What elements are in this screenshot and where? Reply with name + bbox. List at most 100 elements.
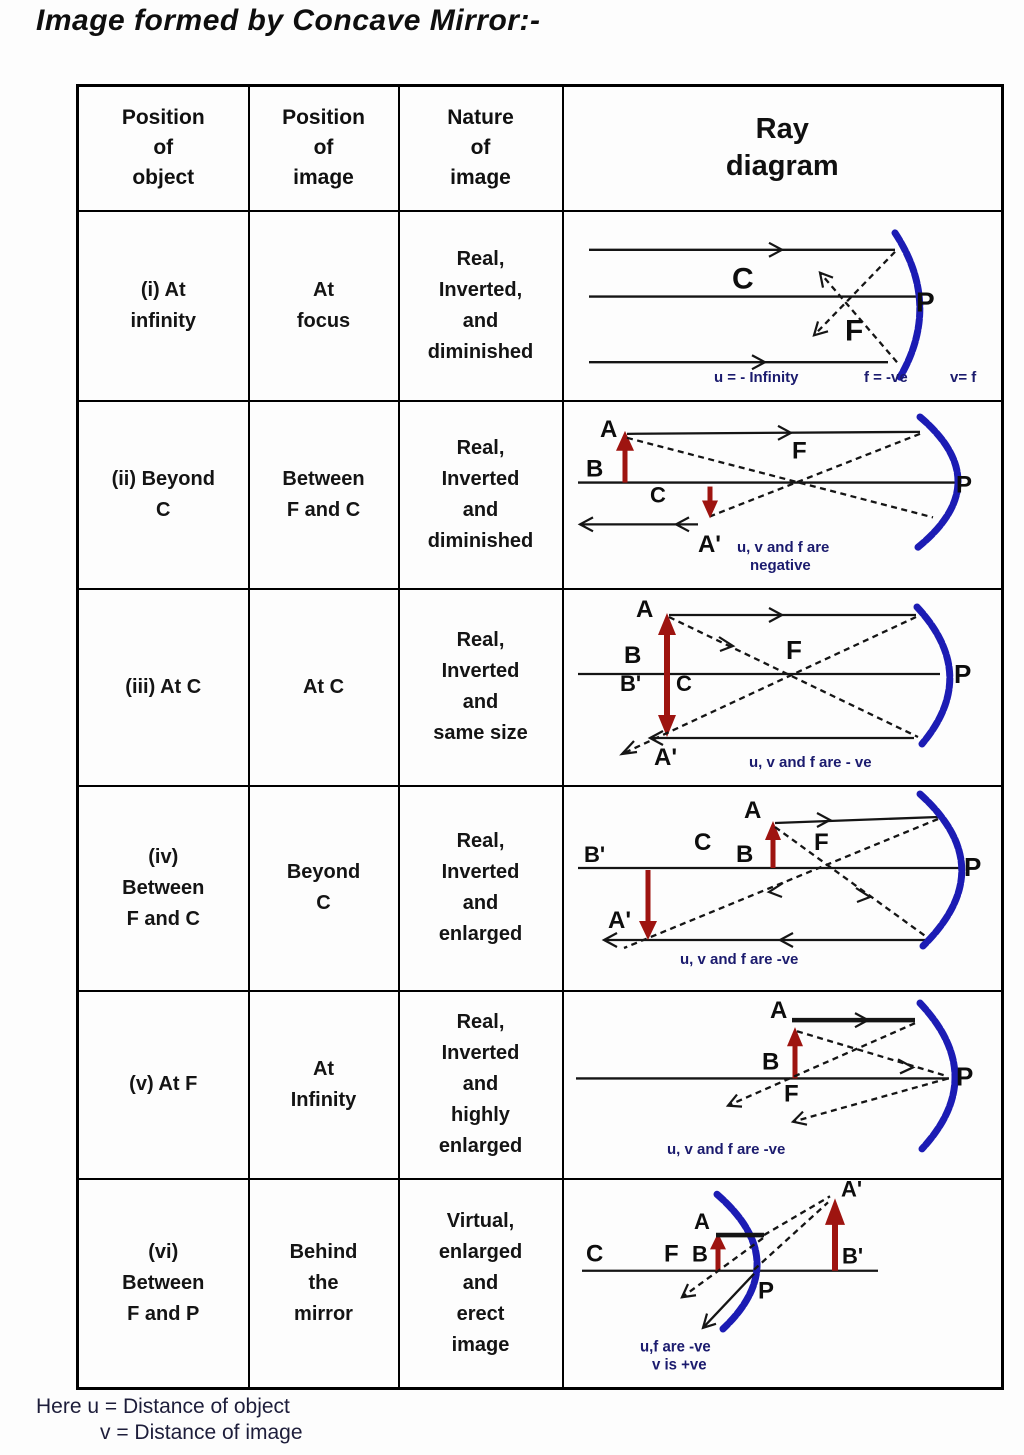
diagram-annotation: u, v and f are <box>737 539 829 556</box>
cell-diagram-4: A C B F B' A' P u, v and f are -ve <box>561 784 1004 992</box>
image-arrow <box>701 486 718 518</box>
incident-rays <box>626 424 933 518</box>
cell-nature-3: Real, Inverted and same size <box>397 587 564 787</box>
object-arrow <box>764 821 781 868</box>
mirror-arc <box>713 1190 760 1333</box>
diagram-annotation: v is +ve <box>652 1357 707 1374</box>
cell-object-6: (vi) Between F and P <box>76 1177 250 1390</box>
incident-rays <box>791 1011 948 1078</box>
diagram-annotation: u, v and f are - ve <box>749 754 872 771</box>
page-title: Image formed by Concave Mirror:- <box>36 4 541 37</box>
reflected-rays <box>725 1021 948 1126</box>
incident-rays <box>668 606 918 738</box>
point-label-b: B <box>736 841 753 868</box>
mirror-arc <box>914 412 961 551</box>
point-label-a: A <box>636 596 653 623</box>
header-position-of-object: Position of object <box>76 84 250 212</box>
table-row: (vi) Between F and P Behind the mirror V… <box>76 1177 1004 1390</box>
diagram-annotation: u = - Infinity <box>714 369 799 386</box>
point-label-f: F <box>792 437 807 464</box>
diagram-annotation: u,f are -ve <box>640 1338 711 1355</box>
point-label-p: P <box>964 852 981 882</box>
reflected-rays <box>679 1237 764 1330</box>
cell-image-2: Between F and C <box>247 399 400 590</box>
cell-diagram-2: A B C F P A' u, v and f are negative <box>561 399 1004 590</box>
point-label-f: F <box>845 314 863 347</box>
cell-nature-6: Virtual, enlarged and erect image <box>397 1177 564 1390</box>
object-arrow <box>786 1026 803 1078</box>
object-arrow <box>709 1233 726 1272</box>
table-row: (ii) Beyond C Between F and C Real, Inve… <box>76 399 1004 590</box>
point-label-b-prime: B' <box>842 1244 863 1269</box>
reflected-rays <box>811 250 898 363</box>
point-label-p: P <box>916 286 935 317</box>
point-label-a: A <box>744 797 761 824</box>
header-nature-of-image: Nature of image <box>397 84 564 212</box>
point-label-p: P <box>954 659 971 689</box>
point-label-b-prime: B' <box>584 842 605 867</box>
point-label-a: A <box>770 997 787 1024</box>
point-label-f: F <box>814 829 829 856</box>
point-label-a: A <box>600 415 617 442</box>
cell-diagram-3: A B B' C F A' P u, v and f are - ve <box>561 587 1004 787</box>
diagram-annotation: u, v and f are -ve <box>667 1140 785 1157</box>
ray-diagram-between-f-and-c: A C B F B' A' P u, v and f are -ve <box>577 790 981 968</box>
reflected-rays <box>601 817 938 950</box>
mirror-arc <box>916 999 958 1152</box>
point-label-p: P <box>956 1061 973 1091</box>
cell-nature-5: Real, Inverted and highly enlarged <box>397 989 564 1180</box>
point-label-a: A <box>694 1209 710 1234</box>
header-row: Position of object Position of image Nat… <box>76 84 1004 212</box>
point-label-b: B <box>586 455 603 482</box>
point-label-c: C <box>694 829 711 856</box>
cell-image-6: Behind the mirror <box>247 1177 400 1390</box>
table-row: (i) At infinity At focus Real, Inverted,… <box>76 209 1004 402</box>
table-row: (iv) Between F and C Beyond C Real, Inve… <box>76 784 1004 992</box>
header-ray-diagram: Ray diagram <box>561 84 1004 212</box>
cell-image-3: At C <box>247 587 400 787</box>
point-label-c: C <box>650 482 666 507</box>
mirror-arc <box>913 603 953 747</box>
cell-image-5: At Infinity <box>247 989 400 1180</box>
cell-nature-4: Real, Inverted and enlarged <box>397 784 564 992</box>
object-image-double-arrow <box>657 612 676 737</box>
ray-diagram-beyond-c: A B C F P A' u, v and f are negative <box>577 412 972 574</box>
ray-diagram-between-f-and-p: C F B A P A' B' u,f are -ve v is +ve <box>581 1180 878 1374</box>
point-label-f: F <box>784 1080 799 1107</box>
table-row: (v) At F At Infinity Real, Inverted and … <box>76 989 1004 1180</box>
cell-diagram-5: A B F P u, v and f are -ve <box>561 989 1004 1180</box>
cell-diagram-6: C F B A P A' B' u,f are -ve v is +ve <box>561 1177 1004 1390</box>
object-arrow <box>615 430 634 483</box>
point-label-f: F <box>786 635 802 665</box>
cell-image-1: At focus <box>247 209 400 402</box>
reflected-rays <box>618 615 916 755</box>
cell-object-3: (iii) At C <box>76 587 250 787</box>
point-label-a-prime: A' <box>698 531 721 558</box>
diagram-annotation: negative <box>750 557 811 574</box>
mirror-arc <box>916 790 965 950</box>
footnote-line-u: Here u = Distance of object <box>36 1395 290 1418</box>
cell-object-5: (v) At F <box>76 989 250 1180</box>
cell-diagram-1: C F P u = - Infinity f = -ve v= f <box>561 209 1004 402</box>
ray-diagram-at-infinity: C F P u = - Infinity f = -ve v= f <box>588 228 976 386</box>
point-label-c: C <box>586 1241 603 1268</box>
cell-object-1: (i) At infinity <box>76 209 250 402</box>
diagram-annotation: f = -ve <box>864 369 908 386</box>
cell-object-2: (ii) Beyond C <box>76 399 250 590</box>
point-label-f: F <box>664 1241 679 1268</box>
ray-diagram-at-c: A B B' C F A' P u, v and f are - ve <box>577 596 971 771</box>
incident-rays <box>773 812 938 939</box>
point-label-b: B <box>762 1048 779 1075</box>
footnote: Here u = Distance of object v = Distance… <box>36 1394 303 1447</box>
virtual-ray-extensions <box>752 1195 831 1271</box>
diagram-annotation: v= f <box>950 369 976 386</box>
incident-rays <box>588 241 916 370</box>
concave-mirror-table: Position of object Position of image Nat… <box>76 84 1004 1390</box>
point-label-b: B <box>624 642 641 669</box>
point-label-a-prime: A' <box>608 907 631 934</box>
point-label-c: C <box>676 671 692 696</box>
cell-image-4: Beyond C <box>247 784 400 992</box>
point-label-a-prime: A' <box>841 1180 862 1201</box>
footnote-line-v: v = Distance of image <box>100 1421 303 1445</box>
